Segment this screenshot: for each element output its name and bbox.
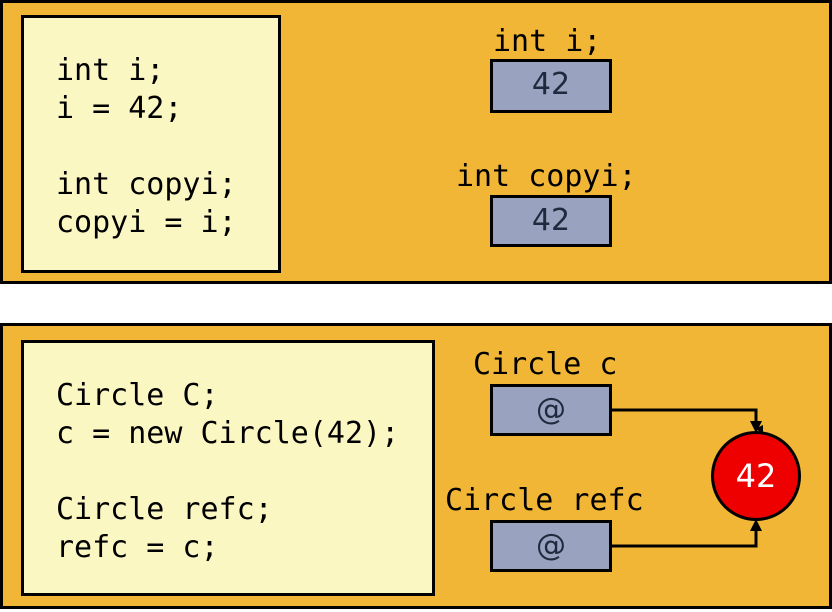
arrow-c-to-object [609,408,763,433]
variable-box-copyi: 42 [490,195,612,247]
code-line: Circle refc; [56,492,273,527]
reference-box-refc: @ [490,520,612,572]
code-line: Circle C; [56,378,219,413]
code-line: c = new Circle(42); [56,416,400,451]
variable-label-i: int i; [493,24,602,59]
reference-type-code-box: Circle C; c = new Circle(42); Circle ref… [21,340,435,596]
reference-arrows [609,408,763,548]
code-line: i = 42; [56,91,183,126]
reference-type-panel: Circle C; c = new Circle(42); Circle ref… [0,323,832,609]
variable-label-copyi: int copyi; [456,159,637,194]
circle-object: 42 [711,431,801,521]
variable-box-i: 42 [490,59,612,113]
code-line: int copyi; [56,167,237,202]
variable-label-refc: Circle refc [445,483,644,518]
variable-label-c: Circle c [473,347,618,382]
code-line: copyi = i; [56,205,237,240]
value-type-panel: int i; i = 42; int copyi; copyi = i; int… [0,0,832,284]
reference-box-c: @ [490,384,612,436]
code-line: refc = c; [56,530,219,565]
arrowhead-c [750,421,762,433]
code-line-blank [56,128,278,166]
arrow-refc-to-object [609,524,758,548]
code-line: int i; [56,53,165,88]
value-type-code-box: int i; i = 42; int copyi; copyi = i; [21,15,281,273]
arrowhead-refc [750,519,762,531]
